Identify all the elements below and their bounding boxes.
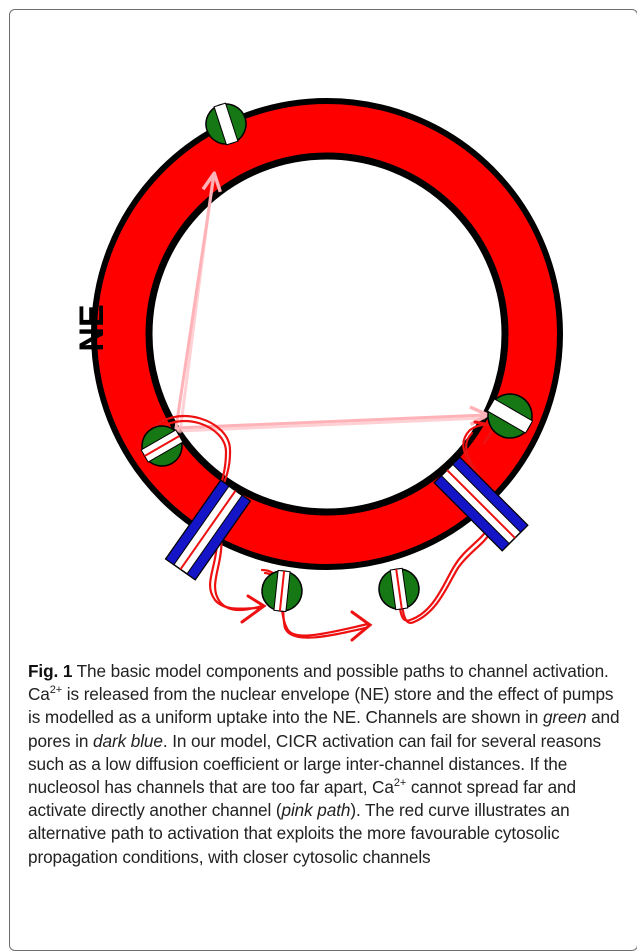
figure-label: Fig. 1 — [28, 661, 72, 681]
nuclear-envelope-diagram: NE — [0, 0, 637, 650]
channel-bottom-2 — [376, 566, 421, 611]
figure-caption: Fig. 1 The basic model components and po… — [28, 660, 620, 869]
channel-bottom-1 — [260, 569, 304, 613]
ne-label: NE — [73, 304, 111, 351]
